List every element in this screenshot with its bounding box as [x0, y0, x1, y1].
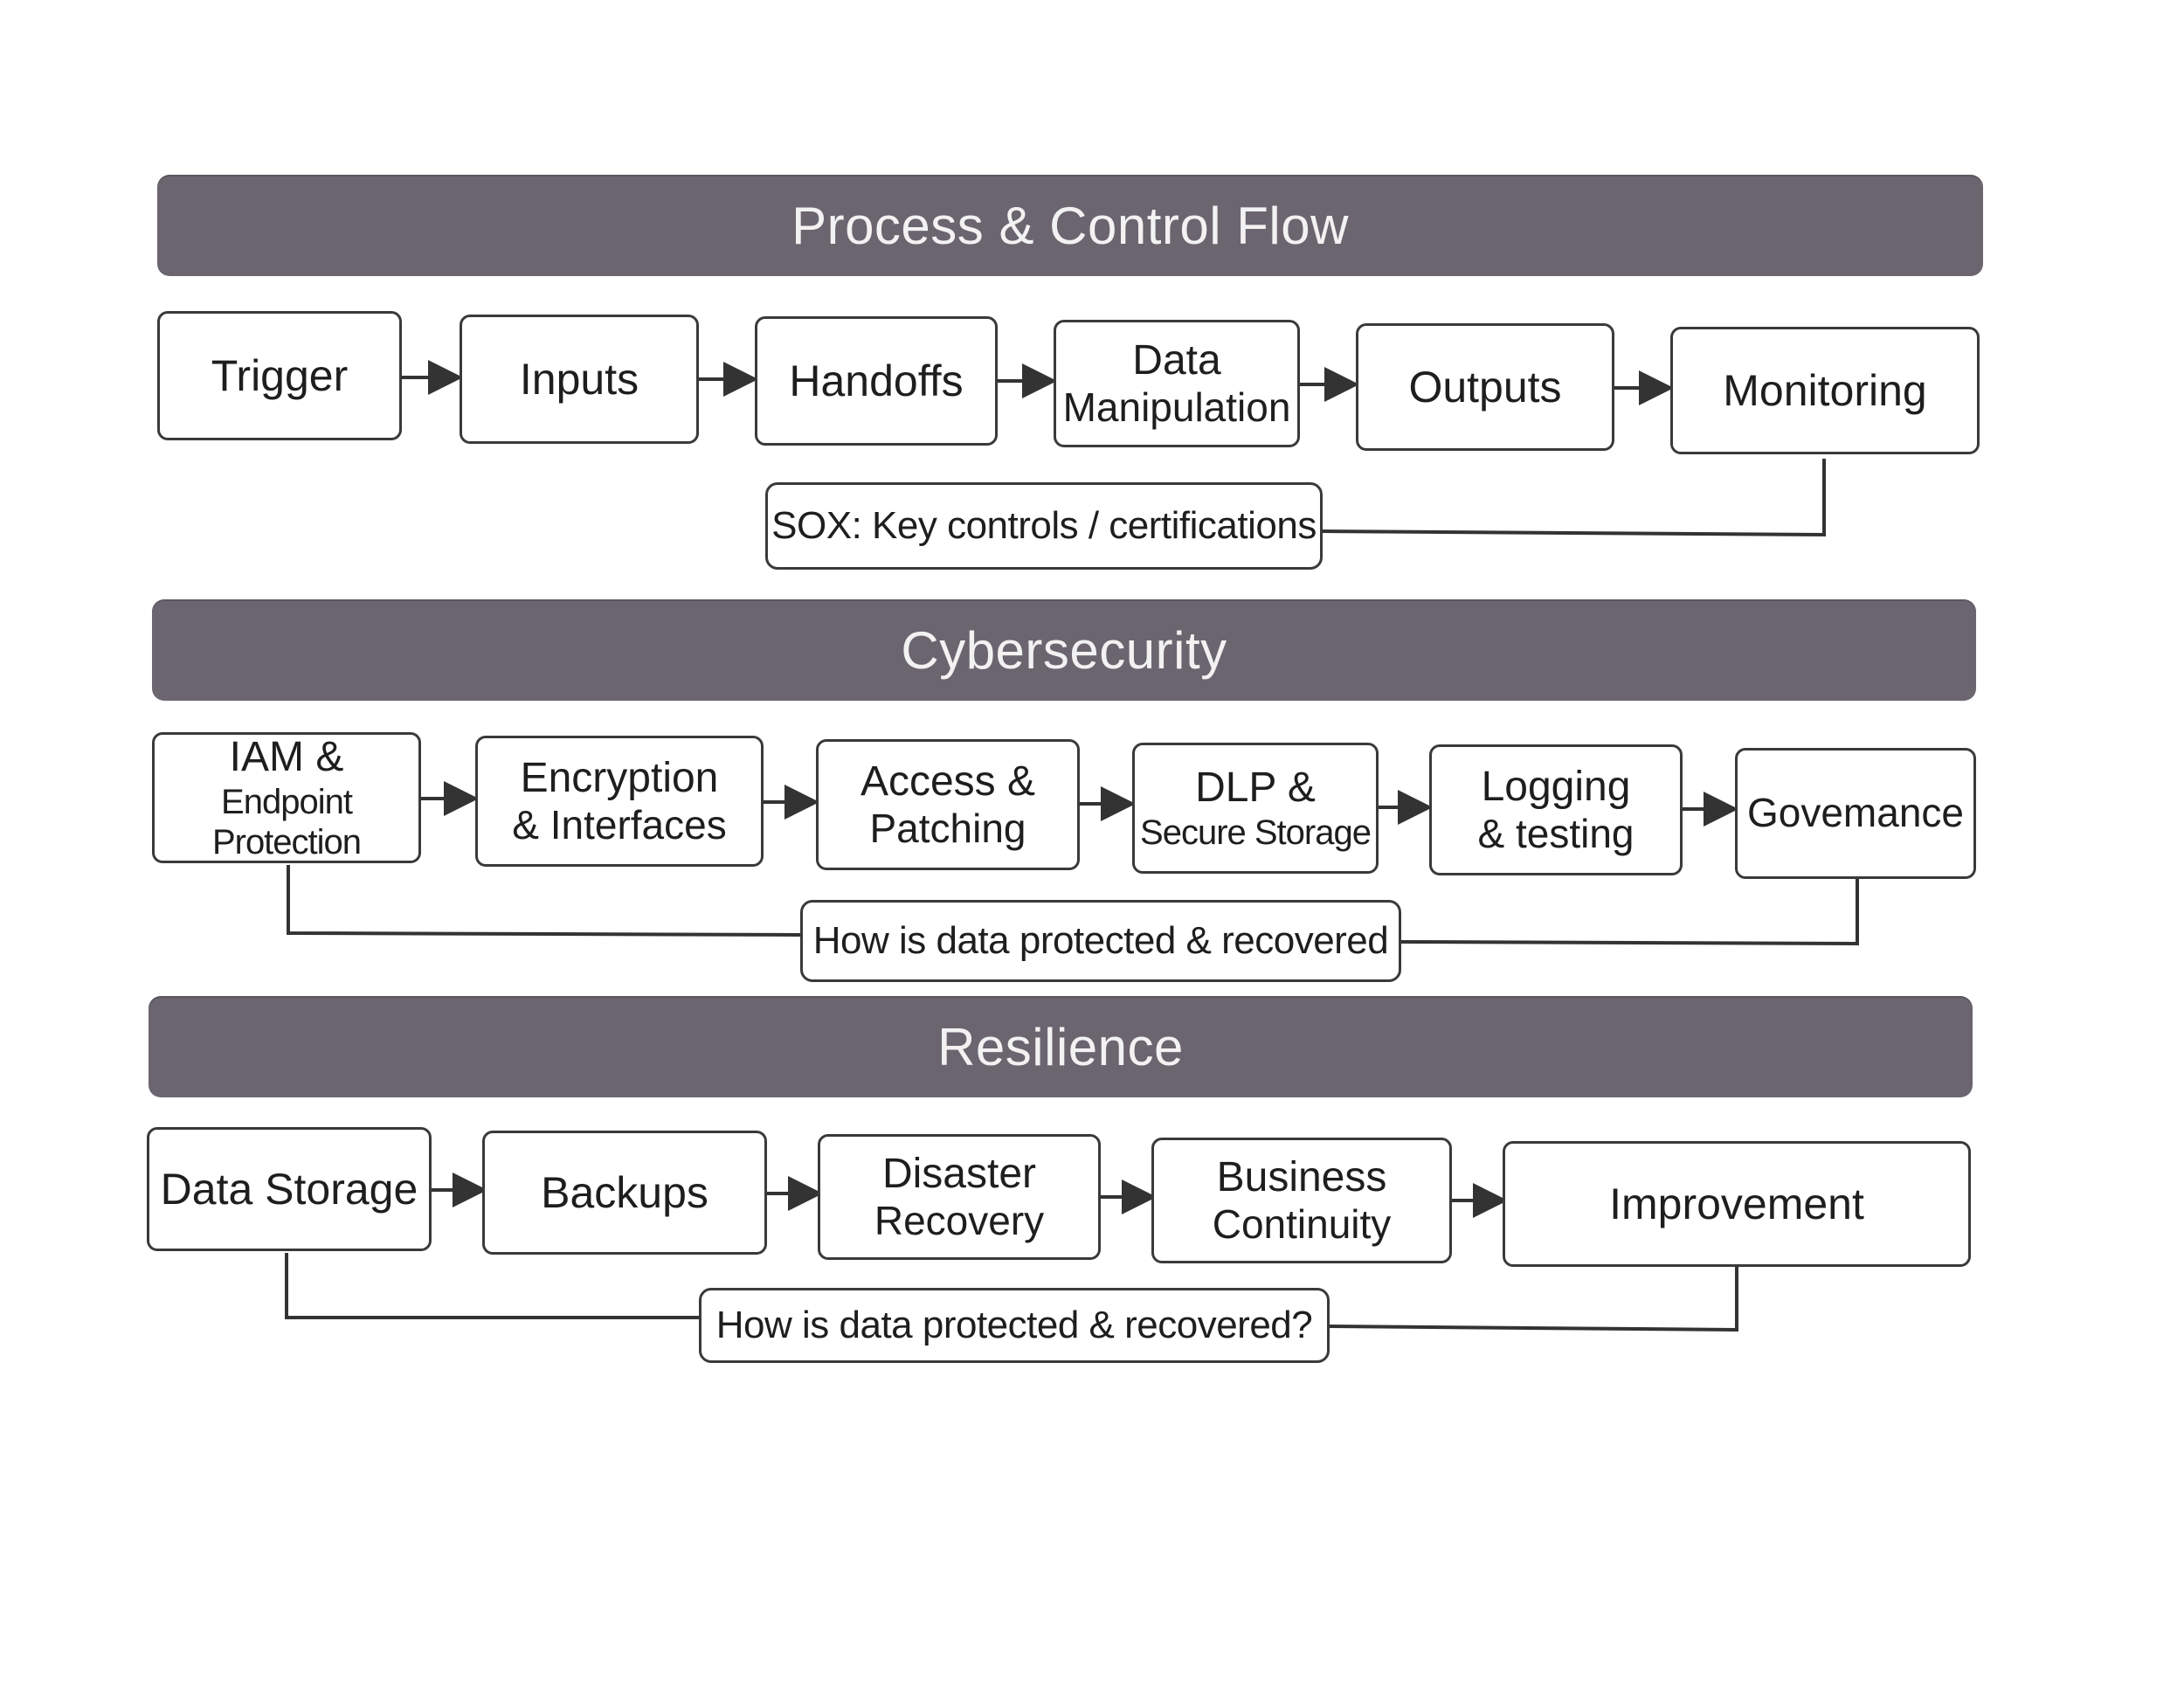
step-label: Govemance [1746, 790, 1964, 836]
step-label-line2: Secure Storage [1140, 813, 1372, 852]
section-title-cybersecurity: Cybersecurity [901, 620, 1227, 680]
step-label: Improvement [1609, 1180, 1864, 1228]
note-label: SOX: Key controls / certifications [771, 504, 1317, 548]
governance-to-note-line [1400, 879, 1859, 946]
step-handoffs: Handoffs [755, 316, 998, 446]
step-trigger: Trigger [157, 311, 402, 440]
monitoring-to-sox-line [1322, 459, 1826, 537]
step-label: Inputs [519, 355, 639, 404]
step-iam-endpoint: IAM & Endpoint Protection [152, 732, 421, 863]
step-label: Handoffs [789, 356, 964, 405]
step-label-line1: Data [1132, 336, 1221, 384]
note-label: How is data protected & recovered? [715, 1304, 1313, 1347]
note-sox: SOX: Key controls / certifications [765, 482, 1323, 570]
step-label: Trigger [211, 351, 349, 400]
step-access-patching: Access & Patching [816, 739, 1080, 870]
step-label-line1: IAM & [229, 734, 344, 781]
step-business-continuity: Business Continuity [1151, 1138, 1452, 1263]
step-logging-testing: Logging & testing [1429, 744, 1683, 875]
step-label-line2: Patching [869, 806, 1026, 852]
step-label-line1: DLP & [1195, 764, 1316, 812]
step-disaster-recovery: Disaster Recovery [818, 1134, 1101, 1260]
step-label-line1: Access & [860, 758, 1036, 805]
step-label-line1: Disaster [881, 1150, 1037, 1197]
step-data-manipulation: Data Manipulation [1054, 320, 1300, 447]
step-label-line2: Continuity [1212, 1201, 1392, 1248]
step-label-line2: Endpoint Protection [211, 782, 362, 861]
step-data-storage: Data Storage [147, 1127, 432, 1251]
section-banner-resilience: Resilience [149, 996, 1973, 1097]
step-label-line2: & Interfaces [512, 802, 727, 848]
iam-to-note-line [287, 865, 801, 937]
step-label: Backups [541, 1168, 708, 1217]
step-label: Monitoring [1723, 366, 1927, 415]
section-banner-cybersecurity: Cybersecurity [152, 599, 1976, 701]
step-label-line2: Recovery [874, 1198, 1045, 1244]
section-banner-process: Process & Control Flow [157, 175, 1983, 276]
step-governance: Govemance [1735, 748, 1976, 879]
step-improvement: Improvement [1503, 1141, 1971, 1267]
step-dlp-storage: DLP & Secure Storage [1132, 743, 1379, 874]
note-data-protected-question: How is data protected & recovered? [699, 1288, 1330, 1363]
note-data-protected: How is data protected & recovered [800, 900, 1401, 982]
step-inputs: Inputs [460, 315, 699, 444]
step-label-line1: Logging [1481, 763, 1631, 810]
improvement-to-note-line [1329, 1267, 1738, 1332]
step-label: Outputs [1408, 363, 1562, 412]
step-label-line1: Business [1216, 1153, 1387, 1200]
step-label-line1: Encryption [520, 754, 719, 801]
storage-to-note-line [285, 1253, 699, 1319]
step-outputs: Outputs [1356, 323, 1614, 451]
step-encryption: Encryption & Interfaces [475, 736, 764, 867]
step-label-line2: & testing [1477, 811, 1635, 857]
step-monitoring: Monitoring [1670, 327, 1980, 454]
step-label-line2: Manipulation [1062, 384, 1291, 431]
note-label: How is data protected & recovered [812, 919, 1389, 963]
step-label: Data Storage [160, 1165, 418, 1214]
section-title-resilience: Resilience [937, 1017, 1184, 1076]
section-title-process: Process & Control Flow [791, 196, 1349, 255]
step-backups: Backups [482, 1131, 767, 1255]
